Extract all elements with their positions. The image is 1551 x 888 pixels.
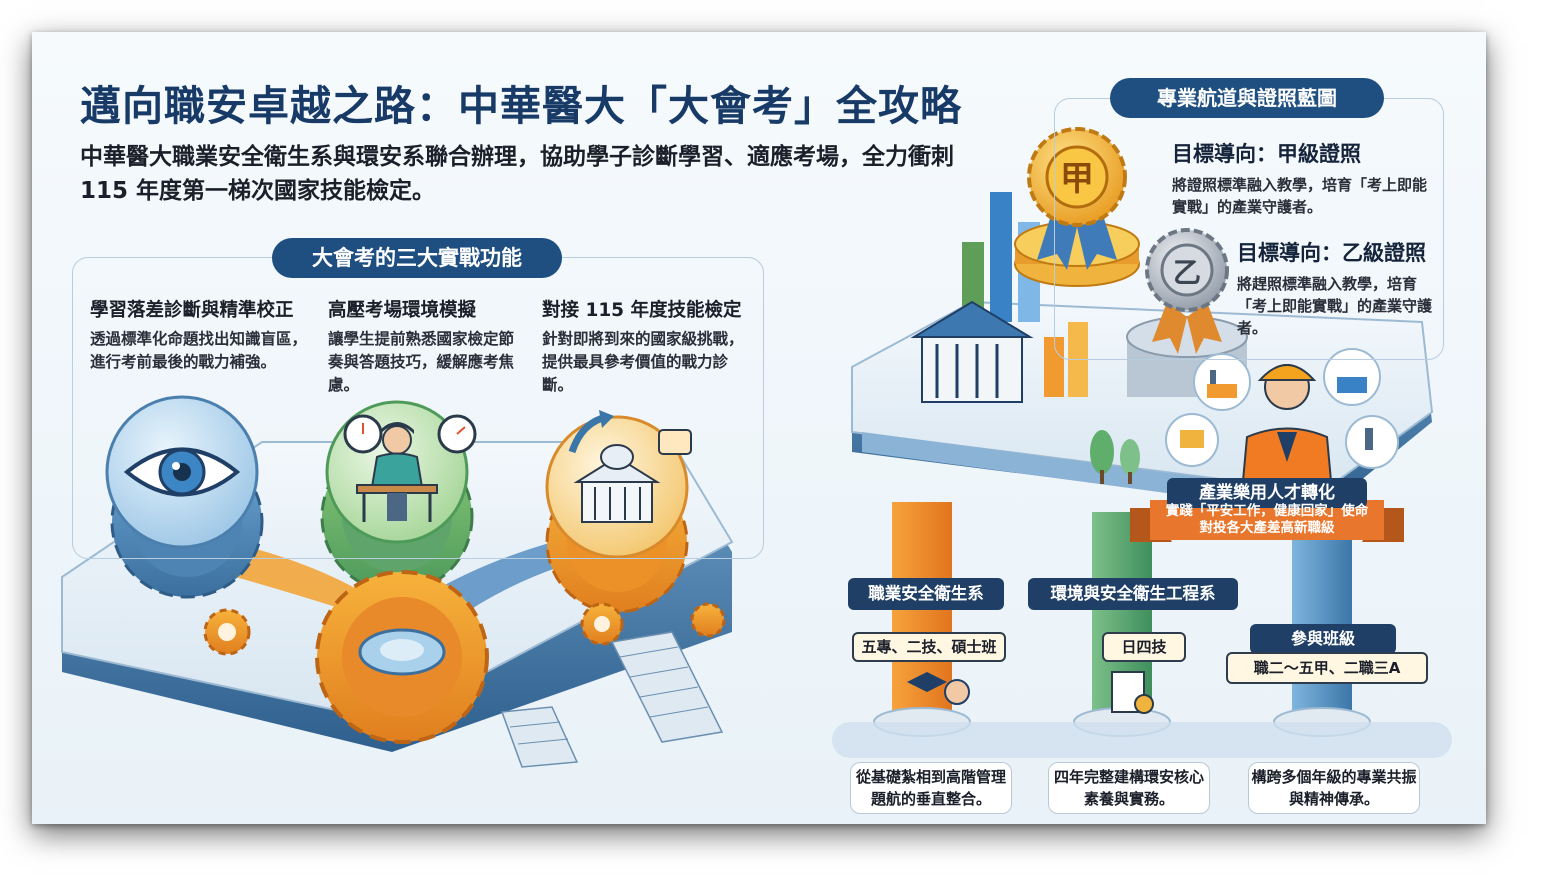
feature-title: 高壓考場環境模擬: [328, 300, 477, 321]
cert-item-class-a: 目標導向：甲級證照 將證照標準融入教學，培育「考上即能實戰」的產業守護者。: [1172, 138, 1432, 218]
silver-medal-icon: 乙: [1145, 228, 1229, 354]
cert-title: 目標導向：乙級證照: [1237, 241, 1426, 265]
feature-desc: 透過標準化命題找出知識盲區，進行考前最後的戰力補強。: [90, 330, 308, 371]
department-desc-env: 四年完整建構環安核心素養與實務。: [1048, 762, 1210, 814]
department-label-env: 環境與安全衛生工程系: [1028, 578, 1238, 610]
talent-banner-line2: 對投各大產差高新職級: [1199, 520, 1335, 536]
talent-banner-line1: 實踐「平安工作，健康回家」使命: [1165, 503, 1369, 519]
left-section-header: 大會考的三大實戰功能: [272, 238, 562, 278]
feature-item-simulation: 高壓考場環境模擬 讓學生提前熟悉國家檢定節奏與答題技巧，緩解應考焦慮。: [328, 296, 528, 397]
right-section-header: 專業航道與證照藍圖: [1110, 78, 1384, 118]
feature-desc: 針對即將到來的國家級挑戰，提供最具參考價值的戰力診斷。: [542, 330, 744, 394]
cert-desc: 將證照標準融入教學，培育「考上即能實戰」的產業守護者。: [1172, 176, 1428, 216]
participating-class-label: 參與班級: [1250, 624, 1396, 654]
participating-class-list: 職二～五甲、二職三A: [1226, 652, 1428, 684]
industry-bubble-icons: [1165, 348, 1399, 469]
stairs-left: [500, 706, 579, 768]
department-desc-osh: 從基礎紮相到高階管理題航的垂直整合。: [850, 762, 1012, 814]
gold-medal-char: 甲: [1060, 159, 1094, 199]
eye-icon: [105, 395, 259, 549]
government-building-icon: [545, 410, 692, 559]
feature-item-diagnosis: 學習落差診斷與精準校正 透過標準化命題找出知識盲區，進行考前最後的戰力補強。: [90, 296, 320, 374]
pillar-orange: [873, 502, 971, 737]
illustration-layer: 甲 乙: [61, 127, 1452, 768]
pillar-green: [1073, 512, 1171, 737]
talent-banner-text: 實踐「平安工作，健康回家」使命 對投各大產差高新職級: [1150, 503, 1384, 537]
worker-icon: [1240, 364, 1334, 493]
page-title: 邁向職安卓越之路：中華醫大「大會考」全攻略: [80, 82, 962, 130]
program-label-osh: 五專、二技、碩士班: [852, 632, 1006, 662]
participating-class-desc: 構跨多個年級的專業共振與精神傳承。: [1248, 762, 1420, 814]
infographic-card: 甲 乙: [32, 32, 1486, 824]
feature-desc: 讓學生提前熟悉國家檢定節奏與答題技巧，緩解應考焦慮。: [328, 330, 515, 394]
page-subtitle: 中華醫大職業安全衛生系與環安系聯合辦理，協助學子診斷學習、適應考場，全力衝刺 1…: [80, 144, 954, 204]
talent-banner-title: 產業樂用人才轉化: [1167, 478, 1367, 508]
program-label-env: 日四技: [1102, 632, 1186, 662]
silver-medal-char: 乙: [1173, 256, 1201, 289]
stairs-right: [610, 631, 724, 743]
school-building-icon: [910, 300, 1034, 403]
feature-title: 對接 115 年度技能檢定: [542, 300, 742, 321]
cert-desc: 將趕照標準融入教學，培育「考上即能實戰」的產業守護者。: [1237, 275, 1433, 337]
feature-title: 學習落差診斷與精準校正: [90, 300, 294, 321]
small-gears: [203, 602, 726, 656]
gold-medal-icon: 甲: [1027, 127, 1127, 270]
feature-item-exam: 對接 115 年度技能檢定 針對即將到來的國家級挑戰，提供最具參考價值的戰力診斷…: [542, 296, 757, 397]
gear-orange-center: [315, 570, 489, 744]
base-platform: [832, 722, 1452, 758]
trees-icon: [1090, 430, 1140, 484]
cert-item-class-b: 目標導向：乙級證照 將趕照標準融入教學，培育「考上即能實戰」的產業守護者。: [1237, 237, 1437, 339]
stopwatch-icons: [343, 414, 477, 454]
department-label-osh: 職業安全衛生系: [848, 578, 1004, 610]
cert-title: 目標導向：甲級證照: [1172, 142, 1361, 166]
